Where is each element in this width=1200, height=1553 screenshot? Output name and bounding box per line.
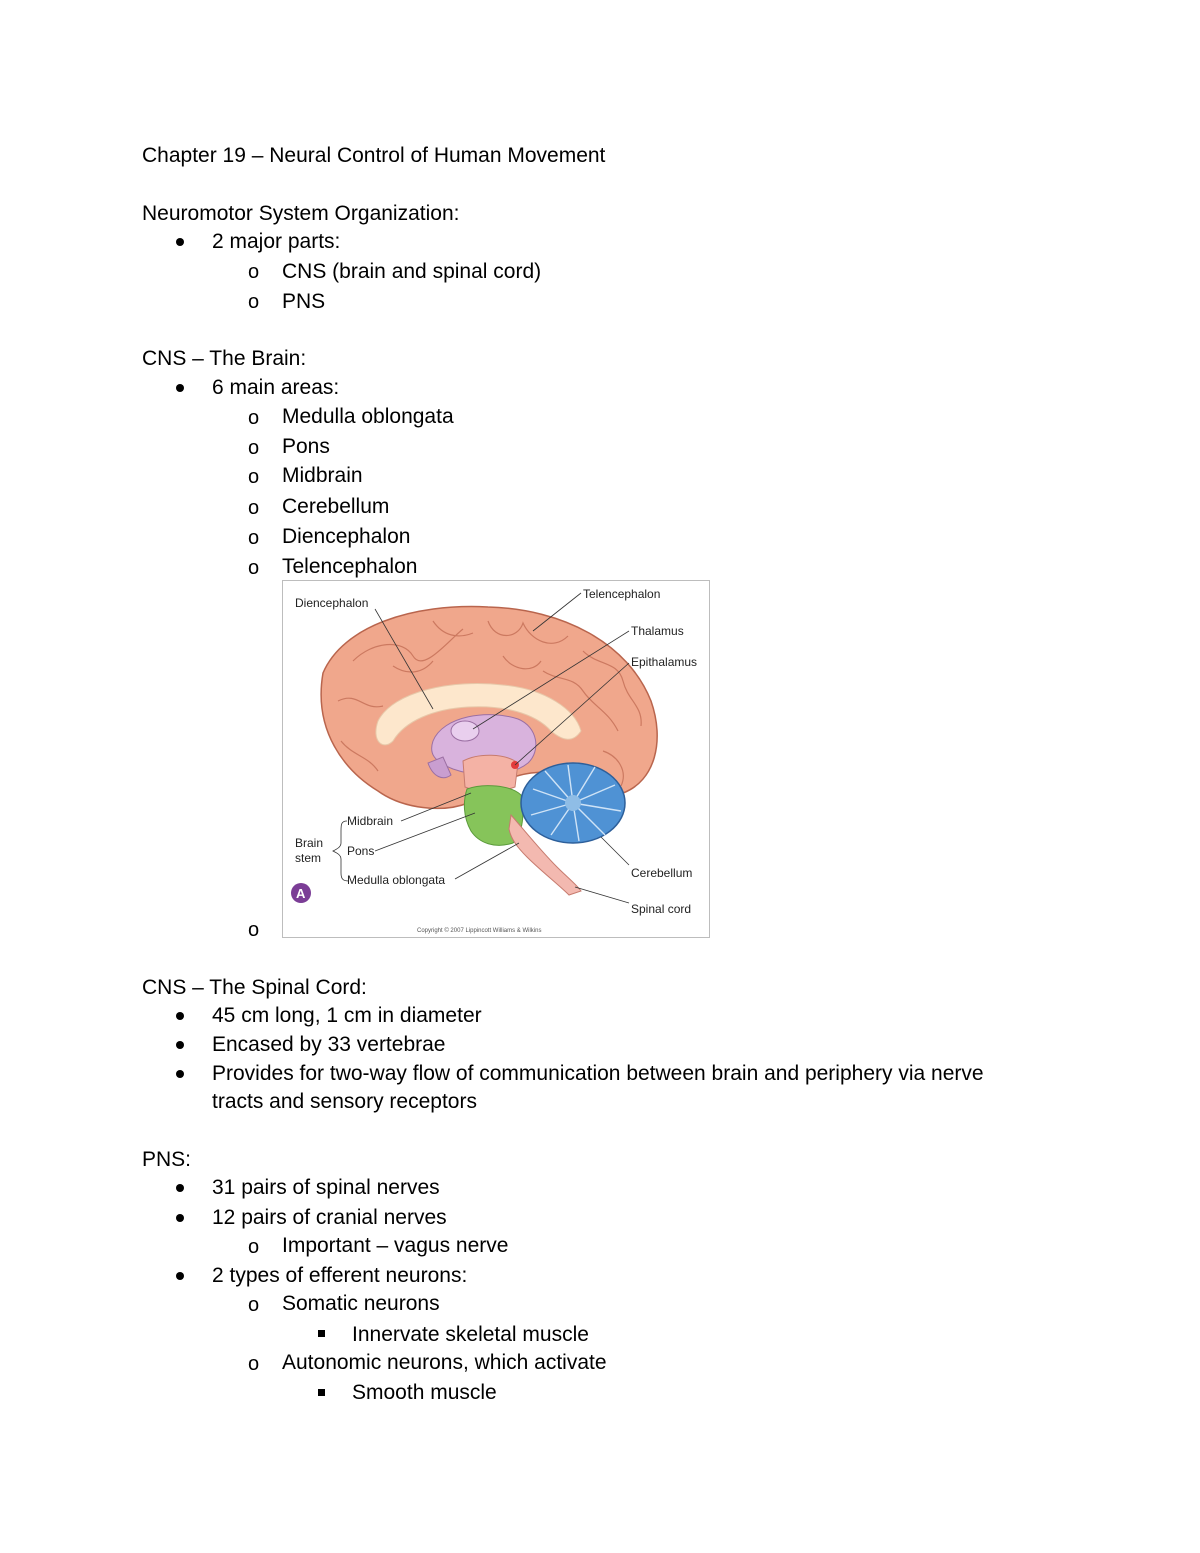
list-subsubitem: Smooth muscle — [352, 1381, 497, 1404]
leader-telencephalon — [532, 592, 582, 632]
label-diencephalon: Diencephalon — [295, 596, 368, 610]
list-subitem: CNS (brain and spinal cord) — [282, 260, 542, 283]
list-item: 45 cm long, 1 cm in diameter — [212, 1004, 482, 1027]
list-subitem-area: Midbrain — [282, 464, 363, 487]
list-subitem: PNS — [282, 290, 326, 313]
bullet-icon — [176, 1184, 184, 1192]
section-heading-organization: Neuromotor System Organization: — [142, 202, 460, 225]
circle-bullet-icon: o — [248, 1294, 260, 1316]
leader-diencephalon — [374, 608, 434, 710]
bullet-icon — [176, 1041, 184, 1049]
square-bullet-icon — [318, 1389, 325, 1396]
label-epithalamus: Epithalamus — [631, 655, 697, 669]
list-subitem: Somatic neurons — [282, 1292, 440, 1315]
figure-copyright: Copyright © 2007 Lippincott Williams & W… — [417, 927, 541, 934]
list-subitem: Autonomic neurons, which activate — [282, 1351, 607, 1374]
leader-cerebellum — [600, 836, 630, 866]
label-telencephalon: Telencephalon — [583, 587, 660, 601]
circle-bullet-icon: o — [248, 407, 260, 429]
bullet-icon — [176, 238, 184, 246]
list-subitem-area: Pons — [282, 435, 330, 458]
circle-bullet-icon: o — [248, 1353, 260, 1375]
brainstem-brace — [332, 820, 350, 882]
circle-bullet-icon: o — [248, 437, 260, 459]
circle-bullet-icon: o — [248, 466, 260, 488]
circle-bullet-icon: o — [248, 261, 260, 283]
panel-badge — [291, 883, 311, 903]
label-spinal-cord: Spinal cord — [631, 902, 691, 916]
square-bullet-icon — [318, 1330, 325, 1337]
label-midbrain: Midbrain — [347, 814, 393, 828]
bullet-icon — [176, 1272, 184, 1280]
bullet-icon — [176, 1070, 184, 1078]
leader-midbrain — [400, 792, 472, 822]
label-thalamus: Thalamus — [631, 624, 684, 638]
label-brain: Brain — [295, 836, 323, 850]
label-cerebellum: Cerebellum — [631, 866, 692, 880]
list-item: 31 pairs of spinal nerves — [212, 1176, 440, 1199]
list-item: 6 main areas: — [212, 376, 340, 399]
bullet-icon — [176, 1012, 184, 1020]
brain-diagram-figure: Diencephalon Telencephalon Thalamus Epit… — [282, 580, 710, 938]
circle-bullet-icon: o — [248, 527, 260, 549]
bullet-icon — [176, 384, 184, 392]
thalamus-region — [450, 720, 480, 742]
list-item: 2 types of efferent neurons: — [212, 1264, 468, 1287]
list-subitem-area: Medulla oblongata — [282, 405, 454, 428]
section-heading-spinal-cord: CNS – The Spinal Cord: — [142, 976, 367, 999]
list-subsubitem: Innervate skeletal muscle — [352, 1323, 589, 1346]
hypothalamus-region — [427, 756, 452, 779]
list-item: 2 major parts: — [212, 230, 341, 253]
list-item: 12 pairs of cranial nerves — [212, 1206, 447, 1229]
leader-epithalamus — [514, 662, 630, 766]
label-pons: Pons — [347, 844, 374, 858]
circle-bullet-icon: o — [248, 1236, 260, 1258]
list-item: Provides for two-way flow of communicati… — [212, 1062, 984, 1085]
label-stem: stem — [295, 851, 321, 865]
leader-medulla — [454, 842, 520, 880]
leader-pons — [374, 812, 476, 852]
section-heading-brain: CNS – The Brain: — [142, 347, 307, 370]
medulla-region — [508, 813, 582, 896]
cerebellum-region — [520, 762, 626, 844]
circle-bullet-icon: o — [248, 919, 260, 941]
section-heading-pns: PNS: — [142, 1148, 192, 1171]
list-item-continuation: tracts and sensory receptors — [212, 1090, 477, 1113]
page-title: Chapter 19 – Neural Control of Human Mov… — [142, 144, 606, 167]
list-subitem-area: Cerebellum — [282, 495, 390, 518]
list-subitem-area: Diencephalon — [282, 525, 411, 548]
list-subitem: Important – vagus nerve — [282, 1234, 509, 1257]
list-item: Encased by 33 vertebrae — [212, 1033, 446, 1056]
label-medulla-oblongata: Medulla oblongata — [347, 873, 445, 887]
panel-badge-letter: A — [296, 886, 306, 901]
bullet-icon — [176, 1214, 184, 1222]
circle-bullet-icon: o — [248, 291, 260, 313]
leader-spinal-cord — [574, 886, 630, 904]
circle-bullet-icon: o — [248, 497, 260, 519]
list-subitem-area: Telencephalon — [282, 555, 418, 578]
leader-thalamus — [472, 630, 630, 730]
brain-diagram: Diencephalon Telencephalon Thalamus Epit… — [291, 587, 697, 934]
pons-region — [463, 785, 524, 846]
circle-bullet-icon: o — [248, 557, 260, 579]
